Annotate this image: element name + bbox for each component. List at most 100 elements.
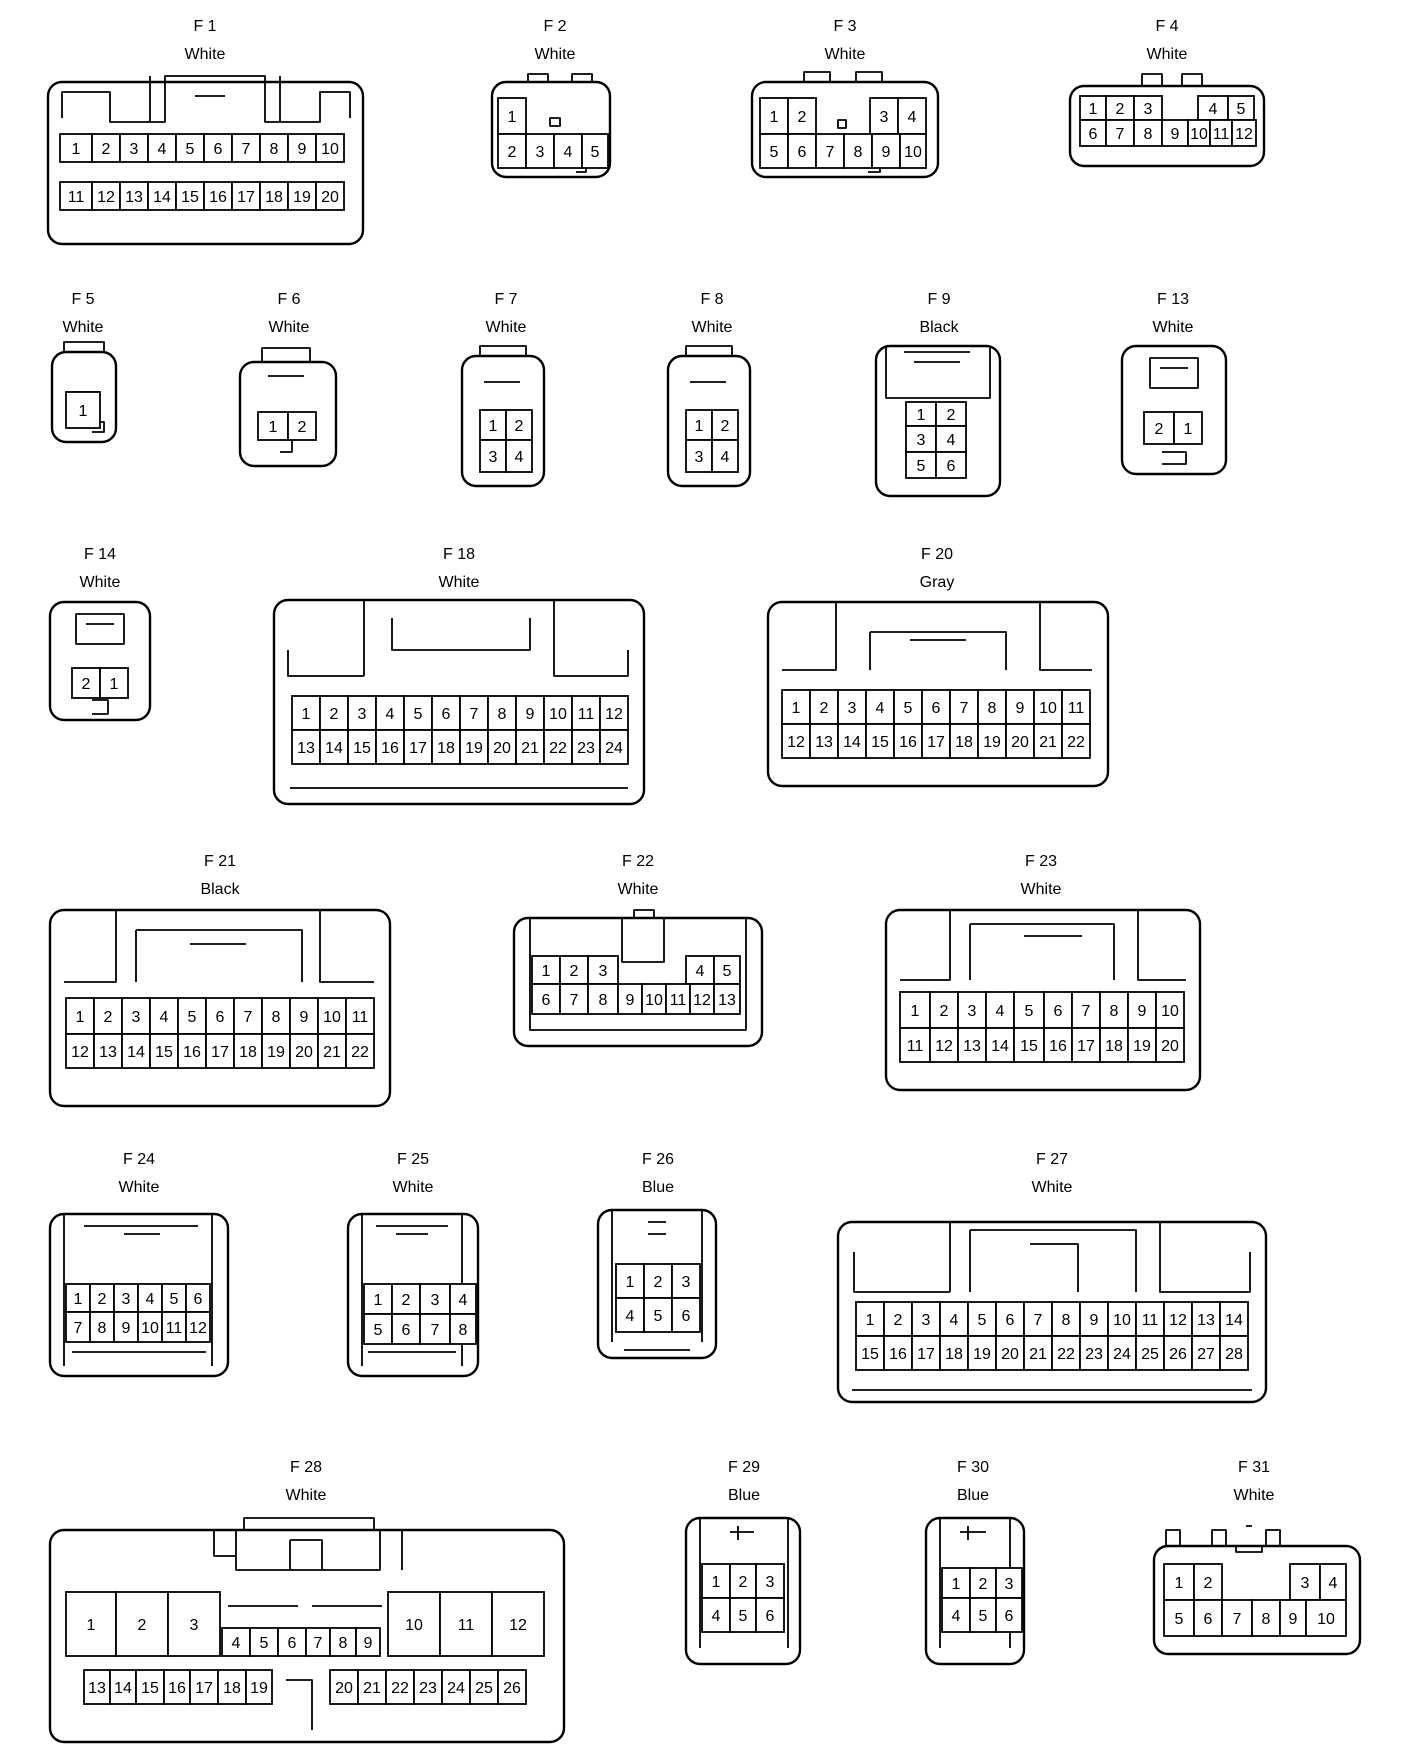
pin-cavity (685, 955, 715, 985)
pin-cavity (1143, 411, 1175, 445)
pin-cavity (837, 689, 867, 725)
pin-cavity (787, 133, 817, 169)
pin-cavity (713, 955, 741, 985)
pin-number: 22 (549, 740, 567, 757)
pin-cavity (1135, 1335, 1165, 1371)
connector-id: F 9 (927, 291, 950, 308)
pin-cavity (1133, 119, 1163, 147)
pin-number: 2 (570, 963, 579, 980)
pin-cavity (315, 133, 345, 163)
pin-number: 11 (352, 1009, 369, 1026)
pin-number: 14 (114, 1680, 132, 1697)
pin-number: 19 (267, 1044, 285, 1061)
pin-number: 16 (1049, 1038, 1067, 1055)
pin-number: 11 (1213, 126, 1230, 143)
pin-number: 15 (141, 1680, 159, 1697)
pin-number: 4 (908, 109, 917, 126)
housing-detail (61, 75, 351, 123)
pin-cavity (553, 133, 583, 169)
connector-color: Blue (642, 1179, 674, 1196)
pin-cavity (899, 133, 927, 169)
pin-cavity (531, 983, 561, 1015)
pin-number: 1 (1089, 101, 1098, 118)
connector-color: Black (200, 881, 240, 898)
pin-number: 21 (323, 1044, 341, 1061)
pin-cavity (1305, 1599, 1347, 1637)
pin-number: 25 (475, 1680, 493, 1697)
pin-cavity (291, 729, 321, 765)
connector-color: White (618, 881, 659, 898)
pin-number: 8 (988, 700, 997, 717)
pin-number: 7 (470, 706, 479, 723)
connector-id: F 20 (921, 546, 953, 563)
pin-number: 10 (1317, 1611, 1335, 1628)
pin-cavity (599, 729, 629, 765)
pin-cavity (949, 723, 979, 759)
pin-cavity (479, 409, 507, 441)
pin-number: 5 (978, 1312, 987, 1329)
pin-cavity (1127, 1027, 1157, 1063)
pin-number: 9 (1171, 126, 1180, 143)
pin-number: 12 (1169, 1312, 1187, 1329)
pin-number: 11 (578, 706, 595, 723)
connector-housing (460, 354, 546, 488)
pin-cavity (91, 181, 121, 211)
pin-number: 8 (1062, 1312, 1071, 1329)
connector-color: Black (919, 319, 959, 336)
pin-cavity (729, 1563, 757, 1599)
pin-number: 14 (991, 1038, 1009, 1055)
connector-housing (512, 916, 764, 1048)
pin-cavity (83, 1669, 111, 1705)
connector-housing (766, 600, 1110, 788)
connector-color: White (119, 1179, 160, 1196)
pin-cavity (665, 983, 691, 1015)
pin-cavity (479, 439, 507, 473)
pin-number: 13 (815, 734, 833, 751)
pin-number: 7 (244, 1009, 253, 1026)
pin-number: 24 (1113, 1346, 1131, 1363)
pin-cavity (643, 1297, 673, 1333)
pin-cavity (291, 695, 321, 731)
pin-cavity (531, 955, 561, 985)
pin-cavity (91, 133, 121, 163)
pin-cavity (995, 1597, 1023, 1633)
housing-detail (885, 346, 991, 399)
pin-cavity (137, 1311, 163, 1343)
pin-cavity (1099, 991, 1129, 1029)
connector-housing (50, 350, 118, 444)
pin-number: 6 (1204, 1611, 1213, 1628)
pin-cavity (1197, 95, 1229, 121)
connector-color: White (1147, 46, 1188, 63)
connector-id: F 27 (1036, 1151, 1068, 1168)
pin-number: 19 (983, 734, 1001, 751)
pin-number: 4 (160, 1009, 169, 1026)
pin-number: 4 (721, 449, 730, 466)
pin-cavity (1155, 991, 1185, 1029)
pin-number: 1 (72, 141, 81, 158)
pin-cavity (1013, 1027, 1045, 1063)
pin-number: 21 (521, 740, 539, 757)
pin-cavity (205, 997, 235, 1035)
pin-cavity (587, 955, 619, 985)
connector-color: White (1032, 1179, 1073, 1196)
pin-number: 3 (766, 1574, 775, 1591)
housing-detail (287, 600, 629, 789)
pin-cavity (329, 1669, 359, 1705)
pin-number: 2 (330, 706, 339, 723)
pin-number: 9 (626, 992, 635, 1009)
pin-number: 7 (431, 1322, 440, 1339)
pin-cavity (149, 1033, 179, 1069)
housing-detail (63, 1214, 213, 1366)
pin-number: 4 (696, 963, 705, 980)
pin-number: 17 (195, 1680, 213, 1697)
pin-cavity (1061, 723, 1091, 759)
pin-number: 6 (947, 458, 956, 475)
pin-cavity (671, 1297, 701, 1333)
housing-detail (782, 602, 1092, 671)
pin-cavity (231, 181, 261, 211)
pin-cavity (711, 439, 739, 473)
